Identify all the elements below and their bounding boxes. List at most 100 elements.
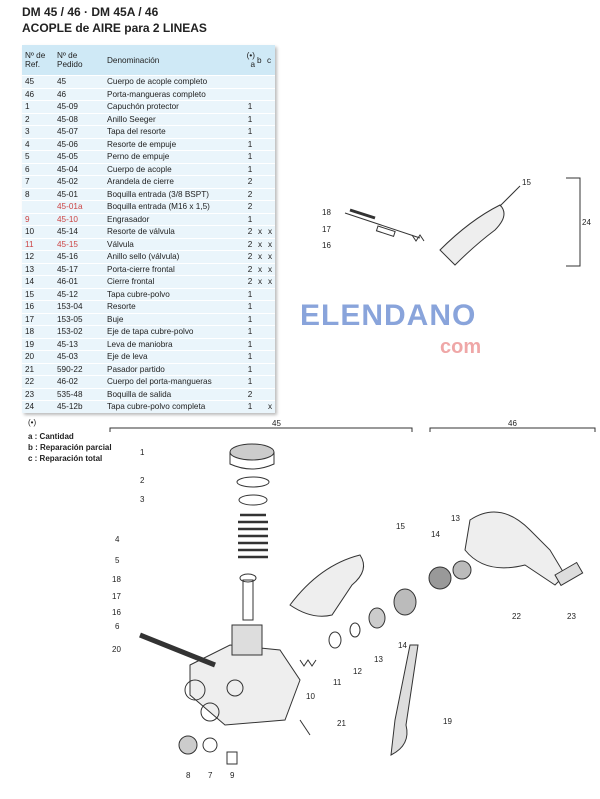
b-cell [255,287,265,301]
b-cell [255,150,265,163]
callout-label: 6 [115,622,120,631]
denominacion-cell: Resorte de empuje [104,137,245,151]
header-ref: Nº de Ref. [22,45,54,76]
denominacion-cell: Anillo Seeger [104,112,245,126]
b-cell [255,300,265,313]
pedido-cell: 45-06 [54,137,104,151]
callout-label: 3 [140,495,145,504]
a-cell: 2 [245,387,255,401]
a-cell: 2 [245,187,255,201]
pedido-cell: 45-05 [54,150,104,163]
a-cell: 2 [245,275,255,288]
pedido-cell: 45-12 [54,287,104,301]
c-cell [265,150,275,163]
pedido-cell: 590-22 [54,362,104,376]
denominacion-cell: Boquilla entrada (3/8 BSPT) [104,187,245,201]
b-cell [255,312,265,326]
a-cell [245,75,255,88]
callout-label: 9 [230,771,235,780]
callout-label: 14 [431,530,440,539]
pedido-cell: 45-13 [54,337,104,351]
denominacion-cell: Eje de leva [104,350,245,363]
ref-cell: 6 [22,162,54,176]
callout-label: 19 [443,717,452,726]
callout-label: 2 [140,476,145,485]
ref-cell: 8 [22,187,54,201]
pedido-cell: 45-17 [54,262,104,276]
b-cell [255,350,265,363]
pedido-cell: 45-14 [54,225,104,238]
callout-label: 7 [208,771,213,780]
c-cell [265,350,275,363]
denominacion-cell: Válvula [104,237,245,251]
ref-cell: 14 [22,275,54,288]
callout-label: 1 [140,448,145,457]
a-cell: 1 [245,212,255,226]
a-cell: 1 [245,362,255,376]
a-cell: 1 [245,112,255,126]
b-cell: x [255,275,265,288]
pedido-cell: 45-02 [54,175,104,188]
c-cell [265,200,275,213]
watermark-logo: ELENDANO [300,299,477,332]
ref-cell [22,200,54,213]
ref-cell: 4 [22,137,54,151]
callout-label: 11 [333,678,342,687]
legend-b: b : Reparación parcial [28,443,112,452]
ref-cell: 3 [22,125,54,138]
callout-label: 45 [272,419,281,428]
b-cell [255,87,265,101]
denominacion-cell: Eje de tapa cubre-polvo [104,325,245,338]
ref-cell: 5 [22,150,54,163]
a-cell: 1 [245,125,255,138]
callout-label: 17 [322,225,331,234]
ref-cell: 22 [22,375,54,388]
a-cell: 1 [245,162,255,176]
a-cell: 1 [245,337,255,351]
dust-cap-part [439,204,505,266]
pedido-cell: 45-03 [54,350,104,363]
callout-label: 15 [396,522,405,531]
c-cell [265,162,275,176]
pedido-cell: 45-16 [54,250,104,263]
c-cell [265,375,275,388]
ref-cell: 20 [22,350,54,363]
ref-cell: 2 [22,112,54,126]
callout-label: 5 [115,556,120,565]
ref-cell: 9 [22,212,54,226]
a-cell: 1 [245,100,255,113]
pedido-cell: 45-09 [54,100,104,113]
b-cell [255,100,265,113]
a-cell: 1 [245,312,255,326]
c-cell: x [265,250,275,263]
pedido-cell: 535-48 [54,387,104,401]
denominacion-cell: Capuchón protector [104,100,245,113]
legend-mark: (•) [28,418,37,427]
callout-label: 18 [112,575,121,584]
c-cell [265,300,275,313]
ref-cell: 7 [22,175,54,188]
watermark-logo-sub: com [440,336,482,358]
callout-label: 10 [306,692,315,701]
callout-label: 18 [322,208,331,217]
b-cell [255,175,265,188]
a-cell: 1 [245,375,255,388]
callout-label: 16 [112,608,121,617]
ref-cell: 11 [22,237,54,251]
c-cell: x [265,400,275,413]
a-cell: 1 [245,325,255,338]
callout-label: 4 [115,535,120,544]
c-cell [265,312,275,326]
pedido-cell: 45 [54,75,104,88]
hose-holder-assembly [428,511,584,590]
